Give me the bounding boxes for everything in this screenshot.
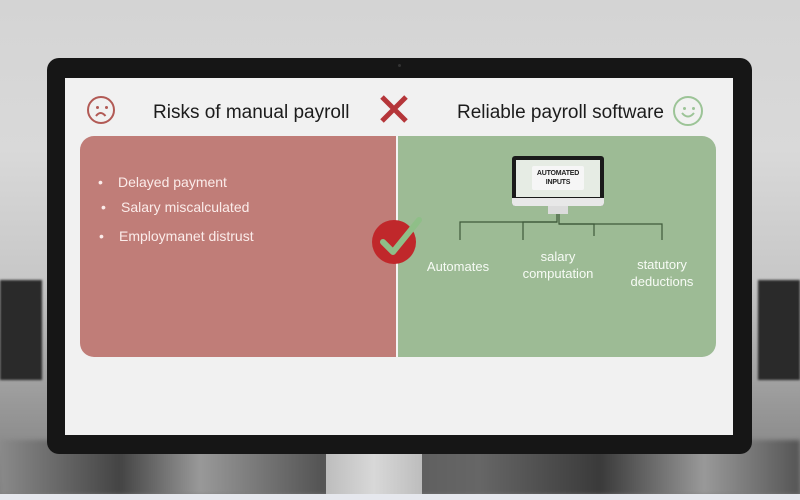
risk-item: Delayed payment bbox=[98, 174, 227, 190]
monitor-stand bbox=[326, 453, 422, 495]
smiley-face-icon bbox=[673, 96, 703, 126]
monitor-frame: Risks of manual payroll Reliable payroll… bbox=[47, 58, 752, 454]
software-panel: AUTOMATED INPUTS Automates salary comput… bbox=[398, 136, 716, 357]
automated-inputs-label: AUTOMATED INPUTS bbox=[532, 166, 584, 190]
flow-connectors bbox=[459, 214, 663, 240]
feature-salary-computation: salary computation bbox=[522, 249, 594, 281]
camera-dot bbox=[398, 64, 401, 67]
risks-panel: Delayed payment Salary miscalculated Emp… bbox=[80, 136, 396, 357]
bottom-strip bbox=[0, 494, 800, 500]
background-chair-right bbox=[758, 280, 800, 380]
background-chair-left bbox=[0, 280, 42, 380]
checkmark-badge-icon bbox=[372, 217, 422, 264]
left-title: Risks of manual payroll bbox=[153, 102, 350, 123]
feature-automates: Automates bbox=[426, 259, 490, 274]
risk-item: Employmanet distrust bbox=[99, 228, 254, 244]
risk-item: Salary miscalculated bbox=[101, 199, 249, 215]
computer-monitor-icon: AUTOMATED INPUTS bbox=[512, 156, 604, 214]
right-title: Reliable payroll software bbox=[457, 102, 664, 123]
x-mark-icon bbox=[380, 95, 408, 123]
feature-statutory-deductions: statutory deductions bbox=[630, 257, 694, 289]
screen-slide: Risks of manual payroll Reliable payroll… bbox=[65, 78, 733, 435]
sad-face-icon bbox=[87, 96, 115, 124]
